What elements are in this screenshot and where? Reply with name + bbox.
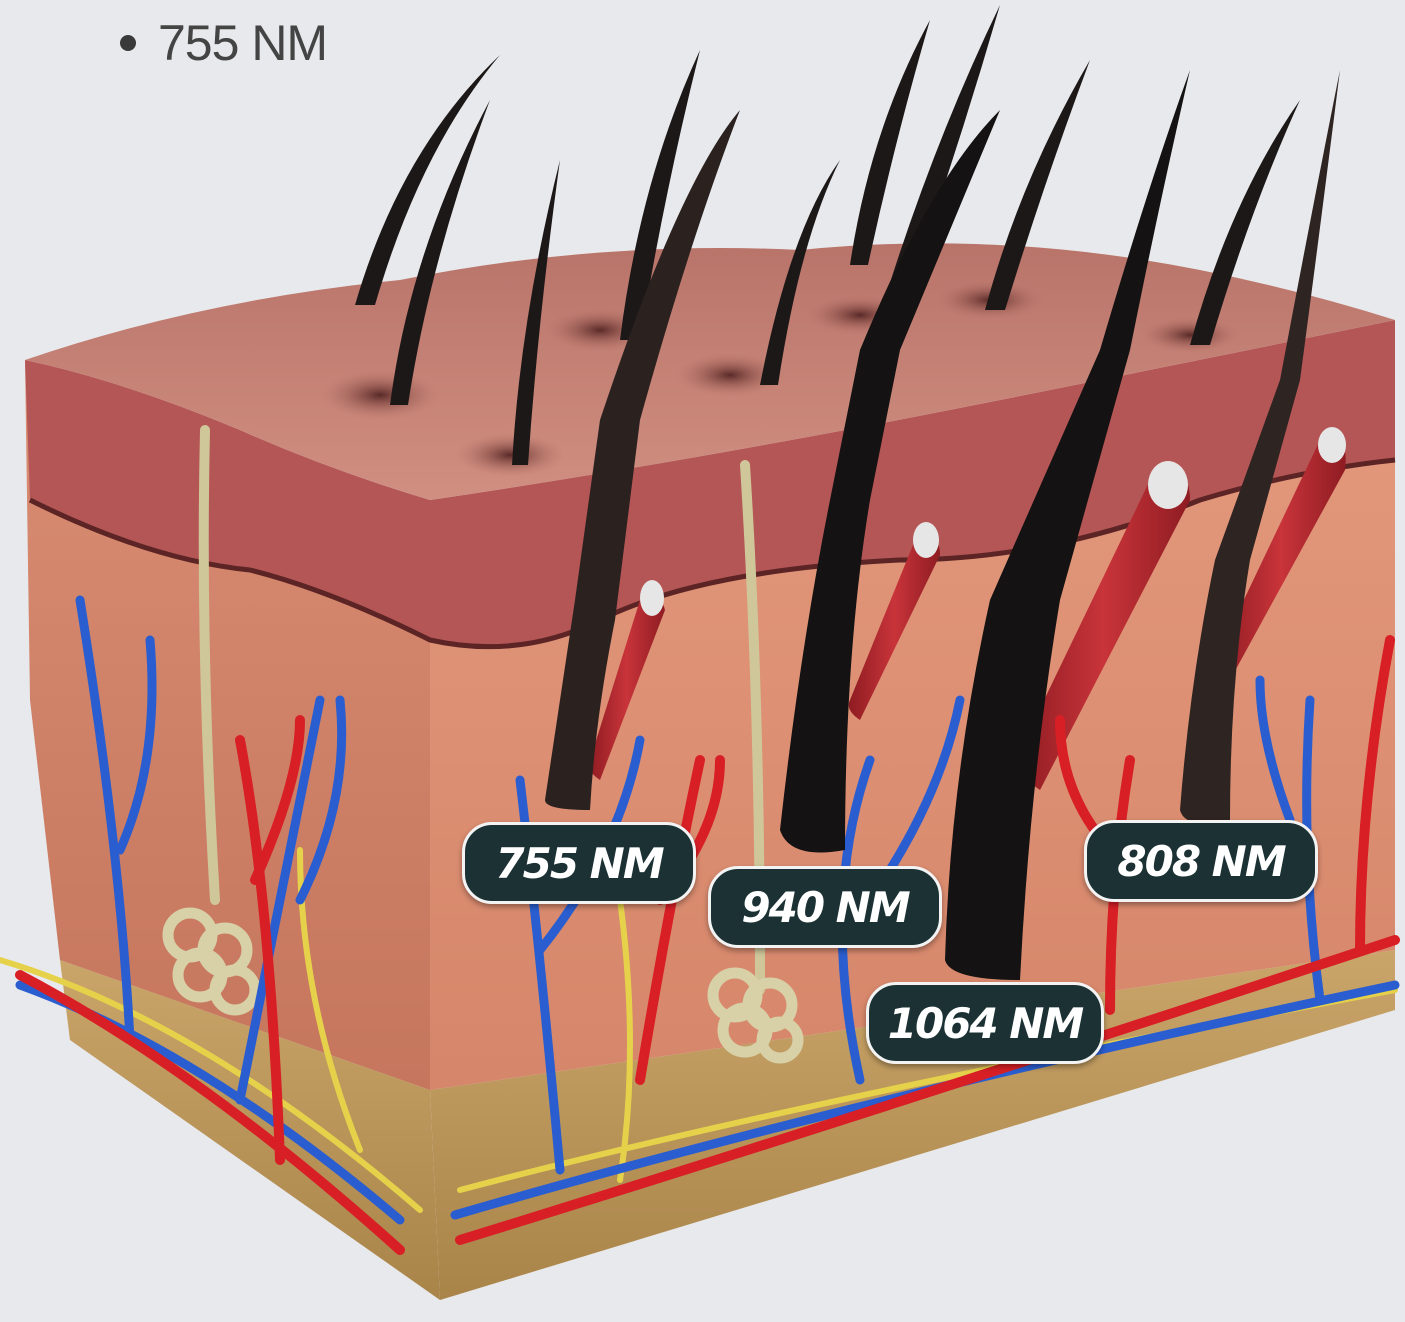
wavelength-label-1064: 1064 NM bbox=[866, 982, 1104, 1064]
wavelength-label-940: 940 NM bbox=[708, 866, 942, 948]
wavelength-label-808: 808 NM bbox=[1084, 820, 1318, 902]
wavelength-label-755: 755 NM bbox=[462, 822, 696, 904]
